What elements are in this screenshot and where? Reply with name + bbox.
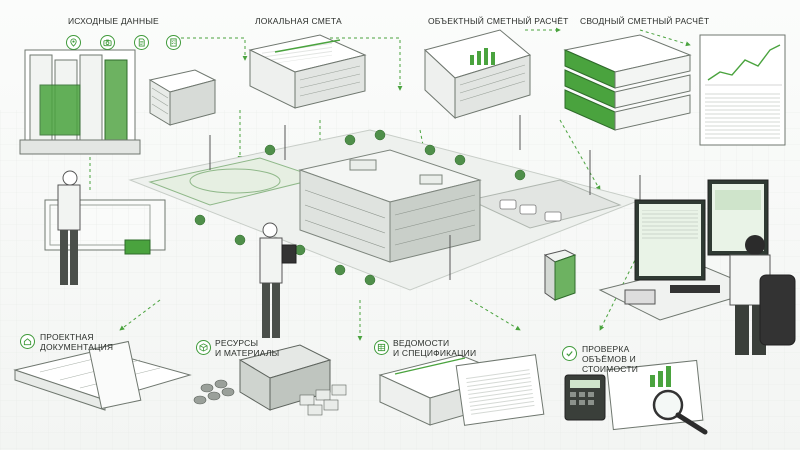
label-summary-estimate: СВОДНЫЙ СМЕТНЫЙ РАСЧЁТ — [580, 16, 710, 26]
house-plan-icon — [20, 334, 35, 349]
office-chair — [759, 274, 796, 346]
verification-tools — [564, 359, 708, 435]
local-estimate-stack — [248, 34, 367, 109]
workstation — [598, 179, 796, 355]
engineer-left — [44, 170, 166, 285]
report-sheet — [699, 34, 786, 146]
project-drawings — [13, 340, 192, 411]
document-icon — [134, 35, 149, 50]
magnifier — [652, 389, 684, 421]
label-project-docs: ПРОЕКТНАЯ ДОКУМЕНТАЦИЯ — [40, 332, 114, 352]
document-stack-small — [148, 69, 217, 126]
summary-binders — [563, 34, 692, 131]
location-pin-icon — [66, 35, 81, 50]
mini-bar-chart — [470, 48, 495, 65]
materials-pile — [193, 344, 347, 416]
object-estimate-stack — [423, 29, 532, 120]
label-verification: ПРОВЕРКА ОБЪЁМОВ И СТОИМОСТИ — [582, 344, 639, 374]
specification-sheets — [378, 354, 545, 426]
utility-cabinet — [543, 249, 577, 301]
label-local-estimate: ЛОКАЛЬНАЯ СМЕТА — [255, 16, 342, 26]
checkmark-icon — [562, 346, 577, 361]
parked-cars — [499, 199, 562, 222]
cube-icon — [196, 340, 211, 355]
building-3d-model — [298, 149, 482, 263]
label-statements: ВЕДОМОСТИ И СПЕЦИФИКАЦИИ — [393, 338, 477, 358]
label-source-data: ИСХОДНЫЕ ДАННЫЕ — [68, 16, 159, 26]
table-icon — [374, 340, 389, 355]
label-object-estimate: ОБЪЕКТНЫЙ СМЕТНЫЙ РАСЧЁТ — [428, 16, 569, 26]
camera-icon — [100, 35, 115, 50]
checklist-icon — [166, 35, 181, 50]
engineer-middle — [259, 222, 297, 338]
binders-stack — [19, 49, 141, 155]
label-resources: РЕСУРСЫ И МАТЕРИАЛЫ — [215, 338, 280, 358]
